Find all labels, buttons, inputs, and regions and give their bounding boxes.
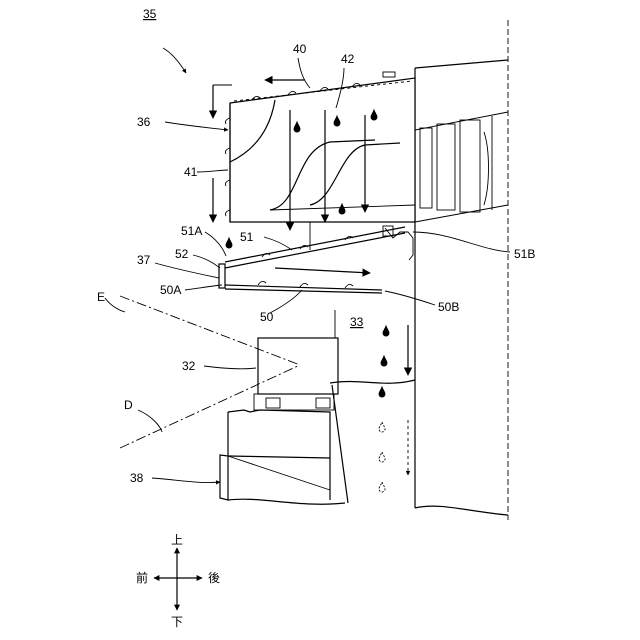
water-droplet xyxy=(379,482,385,492)
ref-51: 51 xyxy=(240,230,254,244)
ref-50B: 50B xyxy=(438,300,459,314)
water-droplet xyxy=(383,326,389,336)
direction-rear-label: 後 xyxy=(208,571,220,585)
ref-41: 41 xyxy=(184,165,198,179)
housing-wall xyxy=(415,20,508,520)
reference-labels: 35 40 42 36 41 51A 51 51B 52 37 50A E 50… xyxy=(97,7,535,485)
direction-up-label: 上 xyxy=(171,533,183,547)
water-droplet xyxy=(226,238,232,248)
water-droplet xyxy=(381,356,387,366)
ref-38: 38 xyxy=(130,471,144,485)
ref-52: 52 xyxy=(175,247,189,261)
ref-50A: 50A xyxy=(160,283,181,297)
ref-37: 37 xyxy=(137,253,151,267)
ref-40: 40 xyxy=(293,42,307,56)
airflow-arrow-lower xyxy=(275,268,370,273)
ref-33: 33 xyxy=(350,315,364,329)
direction-compass: 上 下 前 後 xyxy=(136,533,220,629)
direction-down-label: 下 xyxy=(171,615,183,629)
ref-36: 36 xyxy=(137,115,151,129)
direction-front-label: 前 xyxy=(136,570,148,585)
upper-unit xyxy=(226,72,416,222)
water-droplet xyxy=(379,422,385,432)
ref-51A: 51A xyxy=(181,224,202,238)
ref-50: 50 xyxy=(260,310,274,324)
ref-32: 32 xyxy=(182,359,196,373)
drain-pan-50 xyxy=(225,281,382,293)
ref-D: D xyxy=(124,398,133,412)
ref-51B: 51B xyxy=(514,247,535,261)
lower-equipment xyxy=(220,310,415,504)
water-droplet xyxy=(379,387,385,397)
ref-35: 35 xyxy=(143,7,157,21)
ref-E: E xyxy=(97,290,105,304)
ref-42: 42 xyxy=(341,52,355,66)
water-droplet xyxy=(379,452,385,462)
drain-pan-51 xyxy=(225,222,413,268)
